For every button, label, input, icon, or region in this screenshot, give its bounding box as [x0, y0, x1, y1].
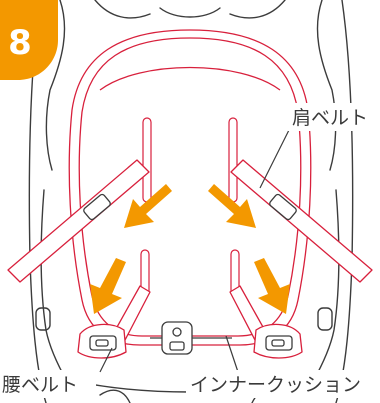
side-clip-right — [317, 307, 333, 331]
arrow-waist-left — [90, 258, 126, 314]
crotch-buckle-latch — [169, 341, 185, 351]
canopy-fold-5 — [159, 7, 221, 18]
shoulder-buckles — [83, 193, 297, 221]
shoulder-buckle-left — [83, 193, 111, 221]
inner-cushion-label-bg — [186, 370, 380, 398]
belt-slots — [140, 117, 240, 297]
shoulder-slot-left — [142, 117, 152, 203]
cushion-headrest-seam — [99, 66, 281, 91]
side-wall-left — [40, 189, 73, 391]
waist-belt-label-bg — [0, 370, 96, 398]
shoulder-belt-left — [7, 159, 150, 283]
leader-waist-belt — [99, 347, 113, 373]
inner-cushion-label: インナークッション — [190, 374, 361, 396]
shoulder-belts — [7, 159, 373, 283]
canopy-fold-4 — [229, 0, 286, 19]
step-number: 8 — [8, 23, 32, 63]
waist-belt-label: 腰ベルト — [2, 374, 78, 396]
leader-shoulder-belt — [259, 119, 295, 189]
waist-buckle-left-slot — [95, 339, 109, 347]
waist-buckles — [89, 335, 293, 351]
shoulder-buckle-right — [269, 193, 297, 221]
canopy-fold-3 — [94, 0, 151, 19]
canopy-fold-2 — [316, 0, 337, 171]
crotch-buckle — [150, 321, 232, 355]
arrow-waist-right — [254, 258, 290, 314]
side-clip-left — [35, 307, 51, 331]
motion-arrows — [90, 184, 290, 314]
shoulder-belt-label: 肩ベルト — [292, 107, 368, 129]
step-badge: 8 — [0, 0, 58, 80]
arrow-shoulder-left — [124, 184, 172, 228]
step-badge-background — [0, 0, 58, 80]
crotch-buckle-release — [172, 327, 182, 337]
callout-lines — [99, 119, 295, 373]
seat-frame-outer-right — [335, 0, 354, 403]
leader-inner-cushion — [225, 335, 239, 373]
shoulder-belt-right — [230, 159, 373, 283]
arrow-shoulder-right — [208, 184, 256, 228]
canopy-fold-1 — [45, 0, 66, 171]
leg-opening-left — [99, 389, 131, 403]
shoulder-slot-right — [228, 117, 238, 203]
waist-buckle-right-slot — [271, 339, 285, 347]
side-wall-right — [307, 189, 340, 391]
shoulder-belt-label-bg — [288, 103, 380, 131]
